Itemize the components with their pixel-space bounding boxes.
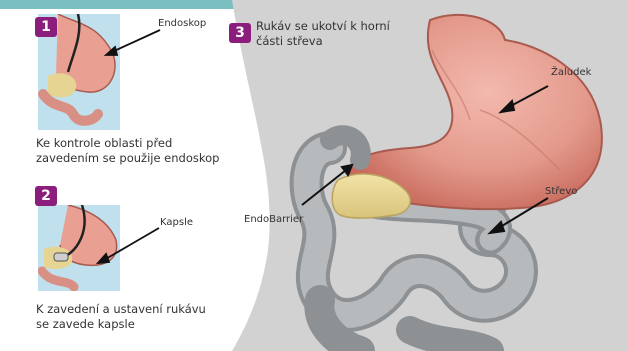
step-2-badge: 2: [35, 186, 57, 206]
label-endoskop: Endoskop: [158, 18, 206, 30]
step-3-badge: 3: [229, 23, 251, 43]
label-kapsle: Kapsle: [160, 217, 193, 229]
label-endobarrier: EndoBarrier: [244, 214, 303, 226]
step-1-caption-line1: Ke kontrole oblasti před: [36, 136, 219, 151]
step-3-caption-line1: Rukáv se ukotví k horní: [256, 19, 390, 34]
label-strevo: Střevo: [545, 186, 577, 198]
step-1-caption: Ke kontrole oblasti před zavedením se po…: [36, 136, 219, 166]
step-1-badge: 1: [35, 17, 57, 37]
step-2-caption-line2: se zavede kapsle: [36, 317, 206, 332]
step-2-caption: K zavedení a ustavení rukávu se zavede k…: [36, 302, 206, 332]
step-2-caption-line1: K zavedení a ustavení rukávu: [36, 302, 206, 317]
label-zaludek: Žaludek: [551, 67, 591, 79]
step-3-caption-line2: části střeva: [256, 34, 390, 49]
step-3-caption: Rukáv se ukotví k horní části střeva: [256, 19, 390, 49]
step-1-caption-line2: zavedením se použije endoskop: [36, 151, 219, 166]
